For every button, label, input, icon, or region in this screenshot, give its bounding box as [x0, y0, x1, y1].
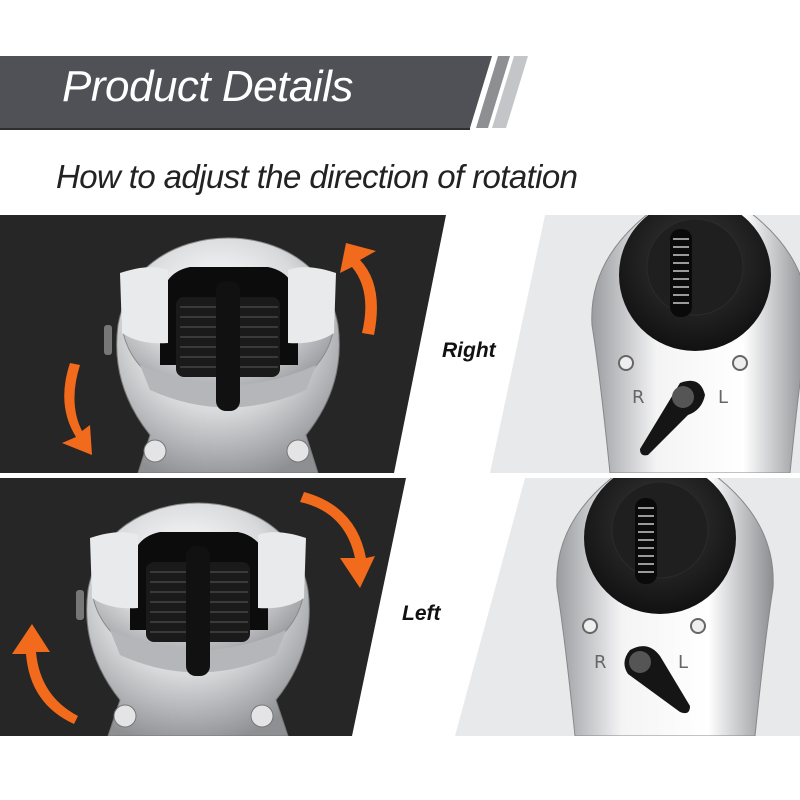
panel-right: R L Right	[0, 215, 800, 473]
panel-right-graphics: R L	[0, 215, 800, 473]
svg-text:L: L	[678, 652, 688, 673]
wrench-back-view: R L	[591, 215, 800, 473]
svg-text:L: L	[718, 387, 728, 408]
header-banner: Product Details	[0, 56, 540, 130]
wrench-back-view: R L	[556, 478, 774, 736]
panel-left: R L Left	[0, 478, 800, 736]
direction-label-right: Right	[442, 339, 496, 362]
arrow-down-right-icon	[300, 492, 375, 588]
header-title: Product Details	[62, 62, 353, 111]
direction-label-left: Left	[402, 602, 441, 625]
wrench-head-front	[76, 502, 310, 736]
svg-text:R: R	[594, 652, 607, 673]
arrow-up-right-icon	[340, 243, 377, 335]
svg-text:R: R	[632, 387, 645, 408]
subtitle: How to adjust the direction of rotation	[56, 158, 578, 195]
panel-left-graphics: R L	[0, 478, 800, 736]
arrow-up-left-icon	[12, 624, 78, 724]
wrench-head-front	[104, 237, 340, 473]
arrow-down-left-icon	[62, 363, 92, 455]
header-bar-shape	[0, 56, 528, 130]
